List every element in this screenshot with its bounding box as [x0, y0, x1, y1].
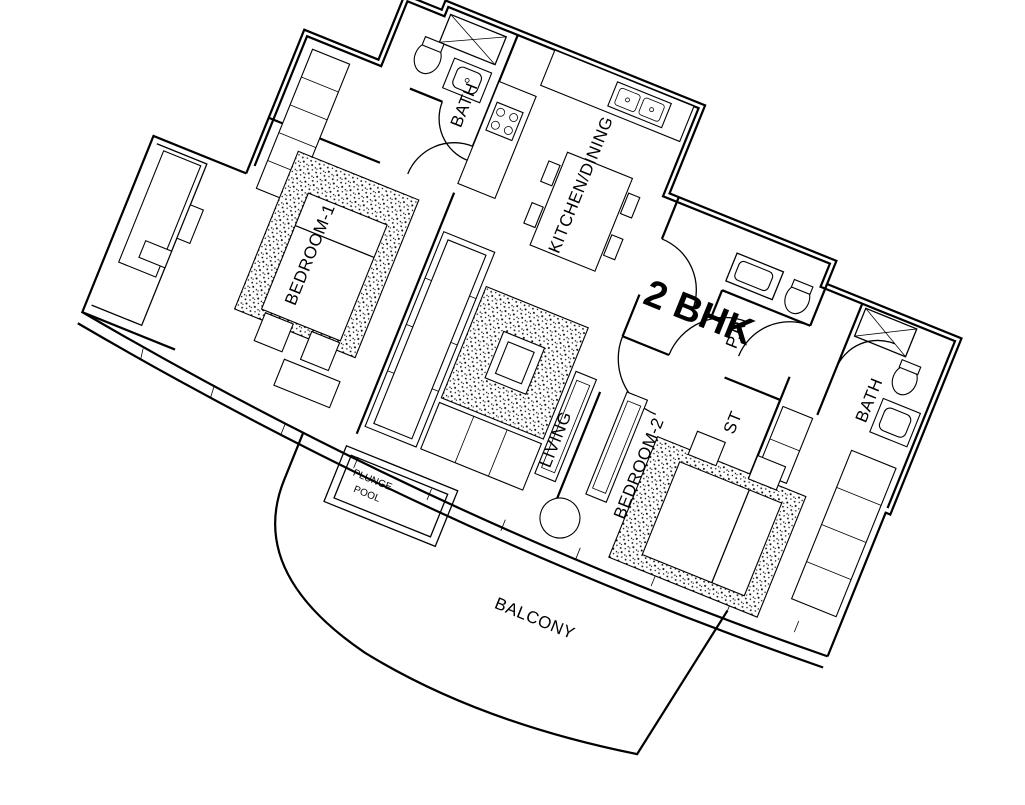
- bedroom-1-furniture: [117, 48, 351, 278]
- bath-2: BATH: [852, 307, 922, 448]
- store-label: ST: [720, 408, 746, 436]
- plunge-pool: PLUNGE POOL: [323, 444, 459, 548]
- bedroom-2: BEDROOM-2: [539, 391, 897, 618]
- balcony-label: BALCONY: [492, 594, 578, 643]
- living: LIVING: [364, 230, 598, 491]
- bath-1: BATH: [413, 13, 508, 130]
- door-swings: [407, 101, 895, 415]
- dining-table: KITCHEN/DINING: [523, 114, 641, 272]
- bedroom-1: BEDROOM-1: [233, 150, 420, 409]
- kitchen: [457, 49, 695, 200]
